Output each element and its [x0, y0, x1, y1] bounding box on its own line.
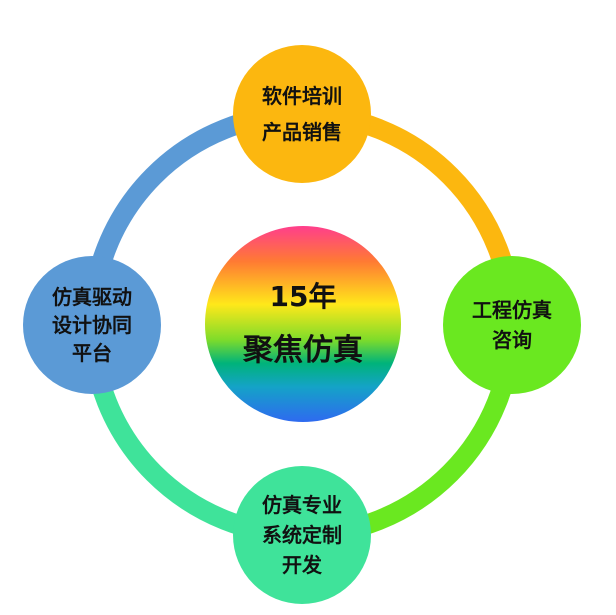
node-engineering-consulting: 工程仿真 咨询: [443, 256, 581, 394]
node-design-collaboration: 仿真驱动 设计协同 平台: [23, 256, 161, 394]
node-custom-development: 仿真专业 系统定制 开发: [233, 466, 371, 604]
node-right-line2: 咨询: [492, 328, 532, 352]
node-left-line3: 平台: [72, 341, 112, 365]
node-bottom-line1: 仿真专业: [262, 493, 342, 517]
node-software-training: 软件培训 产品销售: [233, 45, 371, 183]
node-right-line1: 工程仿真: [472, 298, 552, 322]
center-slogan: 聚焦仿真: [243, 333, 363, 368]
node-bottom-line2: 系统定制: [262, 523, 342, 547]
node-left-line1: 仿真驱动: [52, 285, 132, 309]
node-left-line2: 设计协同: [52, 313, 132, 337]
center-years: 15年: [269, 280, 337, 313]
center-hub: 15年 聚焦仿真: [205, 226, 401, 422]
node-top-line1: 软件培训: [262, 84, 342, 108]
node-bottom-line3: 开发: [282, 553, 322, 577]
node-top-line2: 产品销售: [262, 120, 342, 144]
